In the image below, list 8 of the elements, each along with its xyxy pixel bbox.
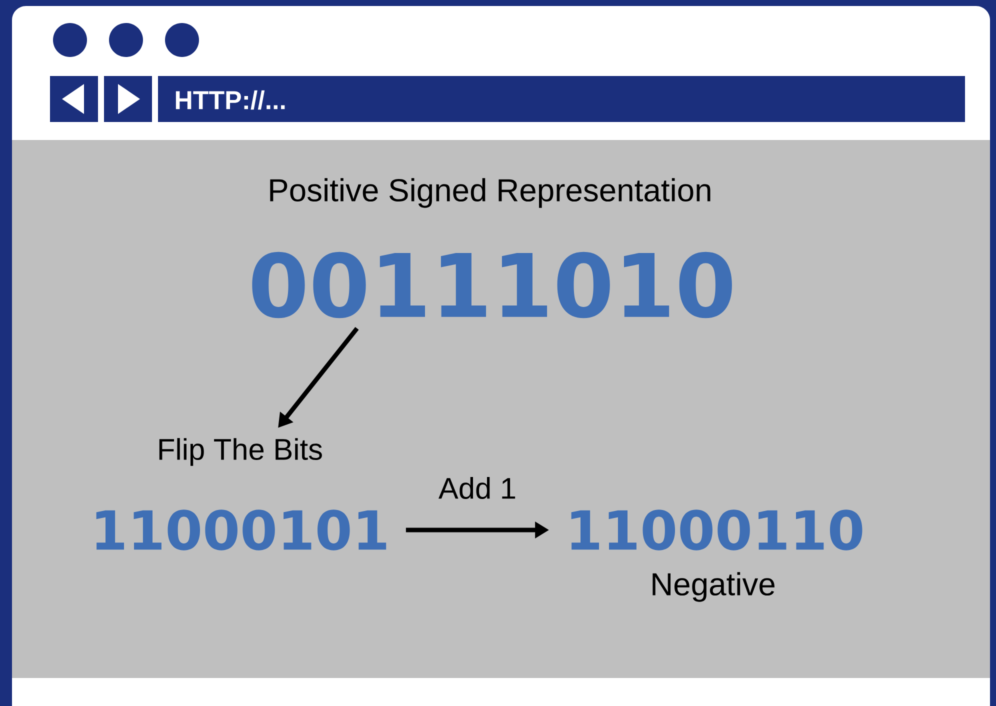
step-label: Flip The Bits xyxy=(159,438,322,466)
binary-number: 11000110 xyxy=(571,510,862,550)
edge-label: Add 1 xyxy=(438,477,516,499)
binary-number: 11000101 xyxy=(96,510,386,550)
caption-text: Negative xyxy=(652,572,774,602)
address-bar: HTTP://... xyxy=(158,76,965,122)
binary-number: 00111010 xyxy=(252,252,732,318)
caption-text: Positive Signed Representation xyxy=(270,178,710,208)
